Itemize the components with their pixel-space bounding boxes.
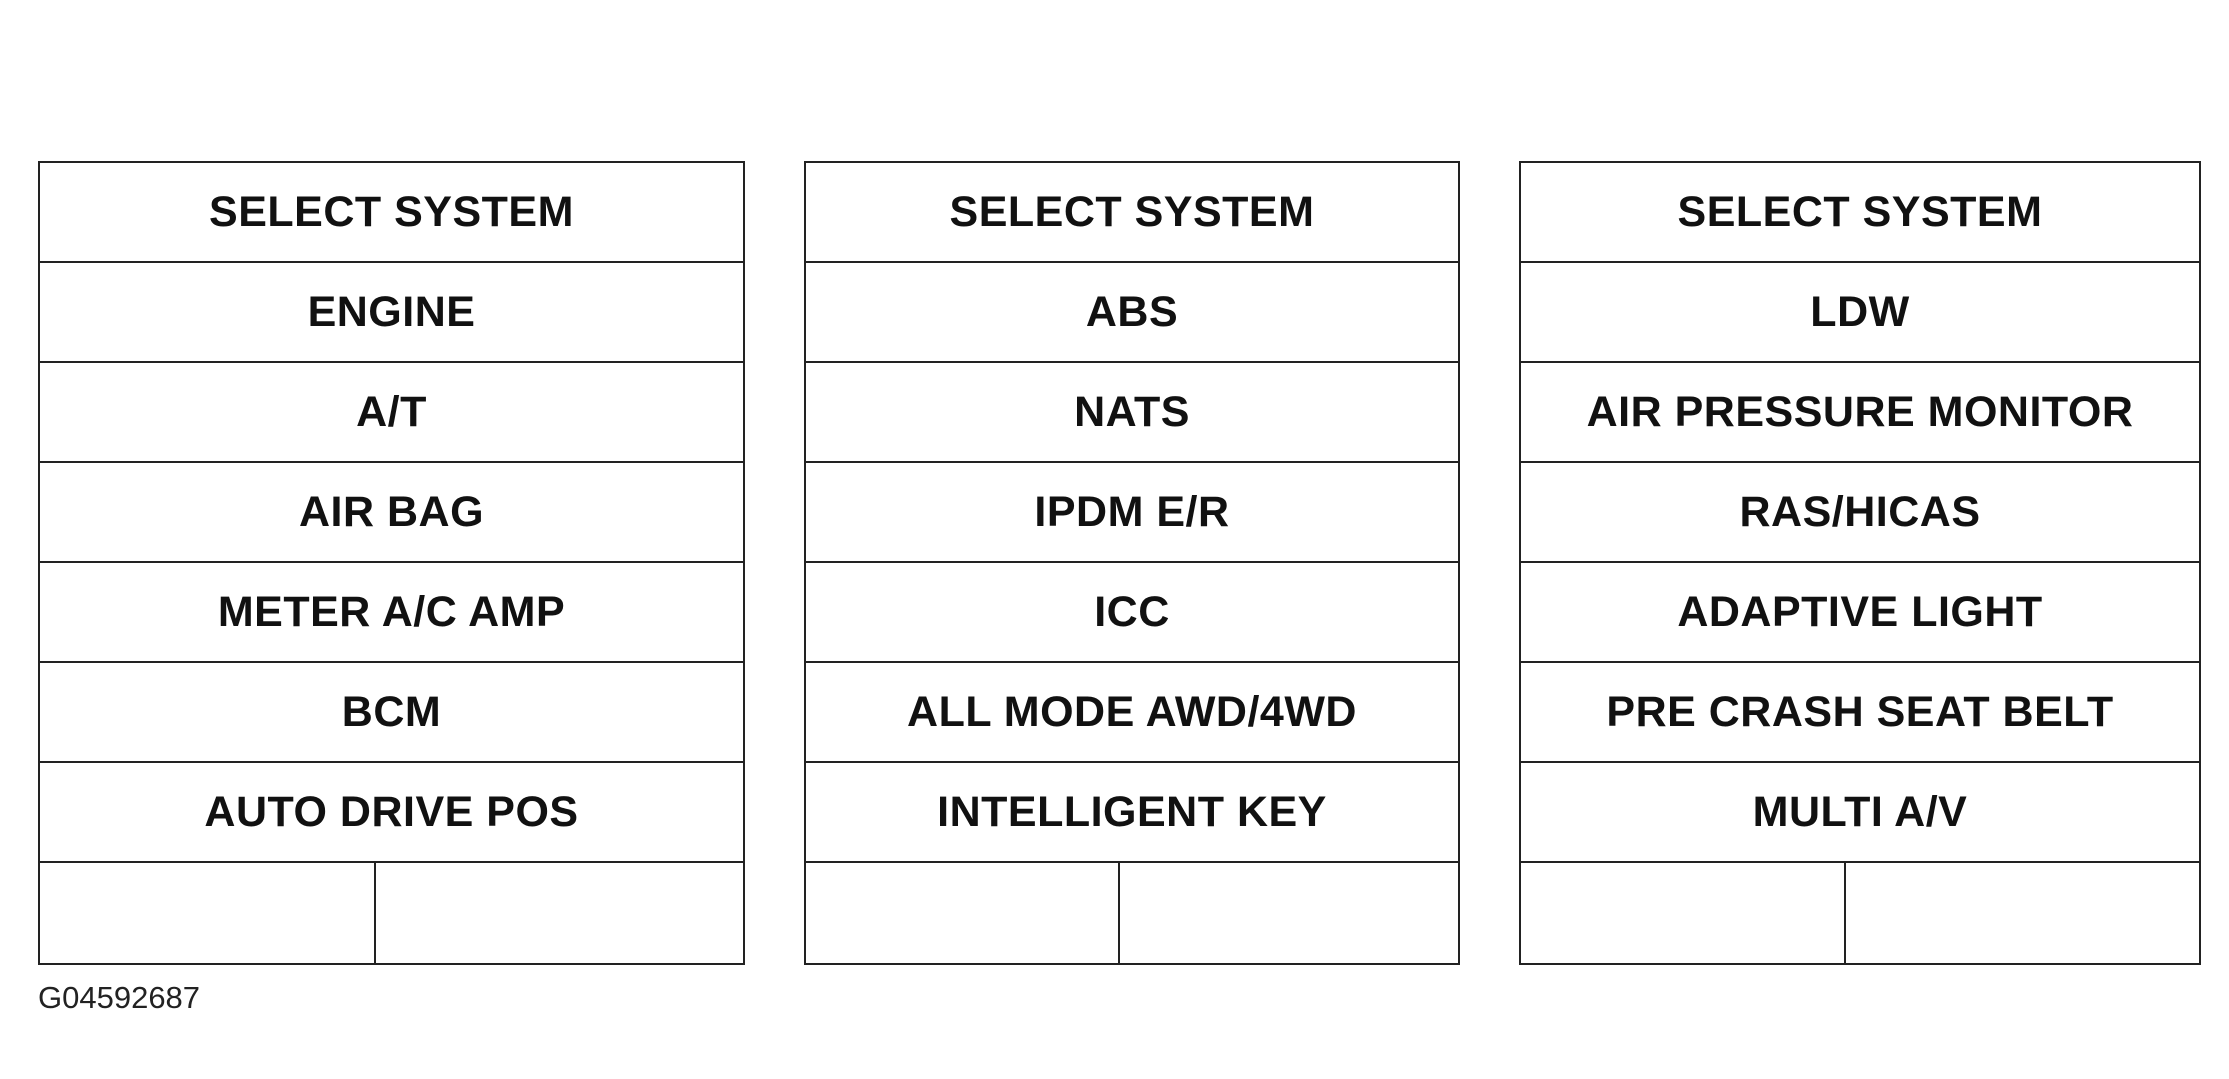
system-item-ras-hicas[interactable]: RAS/HICAS [1521,463,2199,563]
figure-id-label: G04592687 [38,980,201,1015]
screen-title: SELECT SYSTEM [40,163,743,263]
system-item-air-bag[interactable]: AIR BAG [40,463,743,563]
screen-title: SELECT SYSTEM [1521,163,2199,263]
footer-right-button[interactable] [376,863,743,963]
footer-right-button[interactable] [1846,863,2199,963]
system-item-icc[interactable]: ICC [806,563,1458,663]
system-item-engine[interactable]: ENGINE [40,263,743,363]
system-item-at[interactable]: A/T [40,363,743,463]
system-item-meter-ac-amp[interactable]: METER A/C AMP [40,563,743,663]
system-item-ldw[interactable]: LDW [1521,263,2199,363]
system-item-adaptive-light[interactable]: ADAPTIVE LIGHT [1521,563,2199,663]
footer-right-button[interactable] [1120,863,1458,963]
system-item-multi-av[interactable]: MULTI A/V [1521,763,2199,863]
footer-button-bar [40,863,743,963]
footer-left-button[interactable] [40,863,376,963]
system-item-air-pressure-monitor[interactable]: AIR PRESSURE MONITOR [1521,363,2199,463]
system-item-intelligent-key[interactable]: INTELLIGENT KEY [806,763,1458,863]
footer-left-button[interactable] [806,863,1120,963]
system-item-abs[interactable]: ABS [806,263,1458,363]
system-item-all-mode-awd-4wd[interactable]: ALL MODE AWD/4WD [806,663,1458,763]
system-item-pre-crash-seat-belt[interactable]: PRE CRASH SEAT BELT [1521,663,2199,763]
select-system-screen-1: SELECT SYSTEM ENGINE A/T AIR BAG METER A… [38,161,745,965]
footer-button-bar [1521,863,2199,963]
select-system-screen-2: SELECT SYSTEM ABS NATS IPDM E/R ICC ALL … [804,161,1460,965]
screen-title: SELECT SYSTEM [806,163,1458,263]
system-item-nats[interactable]: NATS [806,363,1458,463]
system-item-auto-drive-pos[interactable]: AUTO DRIVE POS [40,763,743,863]
footer-button-bar [806,863,1458,963]
select-system-screen-3: SELECT SYSTEM LDW AIR PRESSURE MONITOR R… [1519,161,2201,965]
system-item-bcm[interactable]: BCM [40,663,743,763]
footer-left-button[interactable] [1521,863,1846,963]
system-item-ipdm-er[interactable]: IPDM E/R [806,463,1458,563]
